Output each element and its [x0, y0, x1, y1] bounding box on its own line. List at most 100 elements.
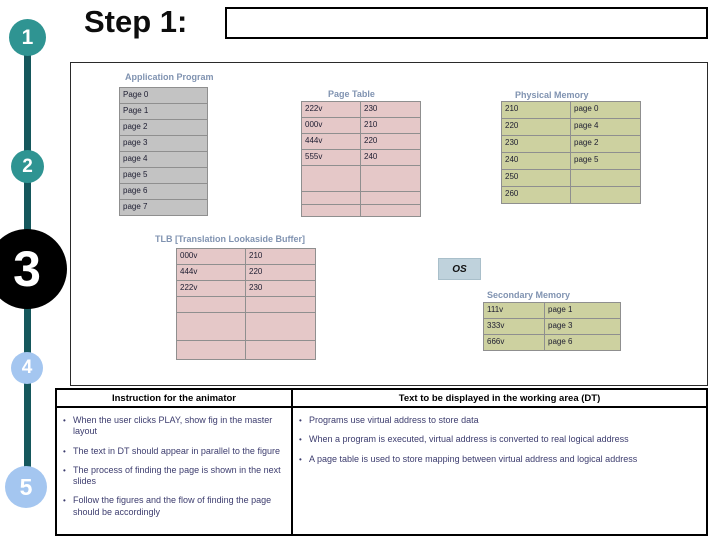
table-cell: 240 [361, 150, 421, 166]
table-cell [571, 187, 641, 204]
bullet-item: • A page table is used to store mapping b… [299, 454, 674, 465]
secondary-memory-title: Secondary Memory [487, 290, 571, 300]
table-cell: 210 [361, 118, 421, 134]
empty-row [176, 297, 316, 313]
storyboard-column-header-animator: Instruction for the animator [57, 390, 293, 408]
table-cell: page 4 [119, 152, 208, 168]
table-cell: 210 [501, 102, 571, 119]
table-cell: 250 [501, 170, 571, 187]
table-cell: 333v [483, 319, 545, 335]
bullet-text: The text in DT should appear in parallel… [73, 445, 280, 456]
page-title: Step 1: [84, 4, 188, 39]
animator-instructions-list: • When the user clicks PLAY, show fig in … [57, 408, 293, 534]
empty-row [176, 313, 316, 341]
bullet-icon: • [63, 465, 66, 475]
table-cell: 111v [483, 303, 545, 319]
table-cell: page 0 [571, 102, 641, 119]
step-circle-5: 5 [5, 466, 47, 508]
table-cell: 240 [501, 153, 571, 170]
bullet-text: A page table is used to store mapping be… [309, 453, 638, 464]
table-cell: 000v [176, 249, 246, 265]
table-cell: 210 [246, 249, 316, 265]
table-row: page 7 [119, 200, 208, 216]
bullet-text: Follow the figures and the flow of findi… [73, 495, 272, 517]
storyboard-column-header-display-text: Text to be displayed in the working area… [293, 390, 706, 408]
bullet-text: The process of finding the page is shown… [73, 464, 281, 486]
bullet-text: When a program is executed, virtual addr… [309, 434, 629, 445]
table-cell: 444v [301, 134, 361, 150]
bullet-icon: • [299, 416, 302, 425]
table-cell: page 4 [571, 119, 641, 136]
page-table-title: Page Table [328, 89, 375, 99]
table-row: page 6 [119, 184, 208, 200]
empty-row [301, 205, 421, 217]
bullet-text: When the user clicks PLAY, show fig in t… [73, 415, 273, 437]
bullet-icon: • [299, 454, 302, 464]
table-cell: page 2 [571, 136, 641, 153]
step-circle-3: 3 [0, 229, 67, 309]
table-cell: Page 1 [119, 104, 208, 120]
step-circle-2: 2 [11, 150, 44, 183]
step-number: 5 [19, 473, 33, 500]
table-cell: page 3 [119, 136, 208, 152]
table-cell: 000v [301, 118, 361, 134]
table-cell [571, 170, 641, 187]
step-number: 2 [22, 155, 33, 177]
bullet-item: • When the user clicks PLAY, show fig in … [63, 415, 283, 438]
table-row: Page 0 [119, 88, 208, 104]
bullet-item: •When a program is executed, virtual add… [299, 434, 674, 445]
table-row: page 3 [119, 136, 208, 152]
table-row: page 4 [119, 152, 208, 168]
bullet-icon: • [63, 446, 66, 456]
table-cell: 230 [246, 281, 316, 297]
bullet-item: • Follow the figures and the flow of find… [63, 495, 283, 518]
table-cell: 230 [361, 102, 421, 118]
display-text-list: •Programs use virtual address to store d… [293, 408, 706, 534]
table-row: Page 1 [119, 104, 208, 120]
empty-row [301, 166, 421, 192]
table-row: page 5 [119, 168, 208, 184]
step-circle-4: 4 [11, 352, 43, 384]
bullet-icon: • [63, 496, 66, 506]
table-row: 250 [501, 170, 641, 187]
table-cell: Page 0 [119, 88, 208, 104]
step-number: 1 [21, 25, 34, 49]
table-cell: 220 [246, 265, 316, 281]
table-cell: page 5 [571, 153, 641, 170]
table-row: page 2 [119, 120, 208, 136]
storyboard-table: Instruction for the animator Text to be … [55, 388, 708, 536]
step-number: 4 [21, 357, 33, 378]
bullet-item: • The process of finding the page is show… [63, 465, 283, 488]
table-cell: page 6 [119, 184, 208, 200]
table-cell: 444v [176, 265, 246, 281]
table-cell: 220 [361, 134, 421, 150]
table-cell: 220 [501, 119, 571, 136]
table-cell: 555v [301, 150, 361, 166]
bullet-icon: • [63, 416, 66, 425]
table-cell: page 2 [119, 120, 208, 136]
table-cell: 260 [501, 187, 571, 204]
table-cell: 230 [501, 136, 571, 153]
step-number: 3 [13, 241, 41, 297]
table-cell: page 5 [119, 168, 208, 184]
table-cell: page 7 [119, 200, 208, 216]
step-circle-1: 1 [9, 19, 46, 56]
table-cell: 222v [176, 281, 246, 297]
